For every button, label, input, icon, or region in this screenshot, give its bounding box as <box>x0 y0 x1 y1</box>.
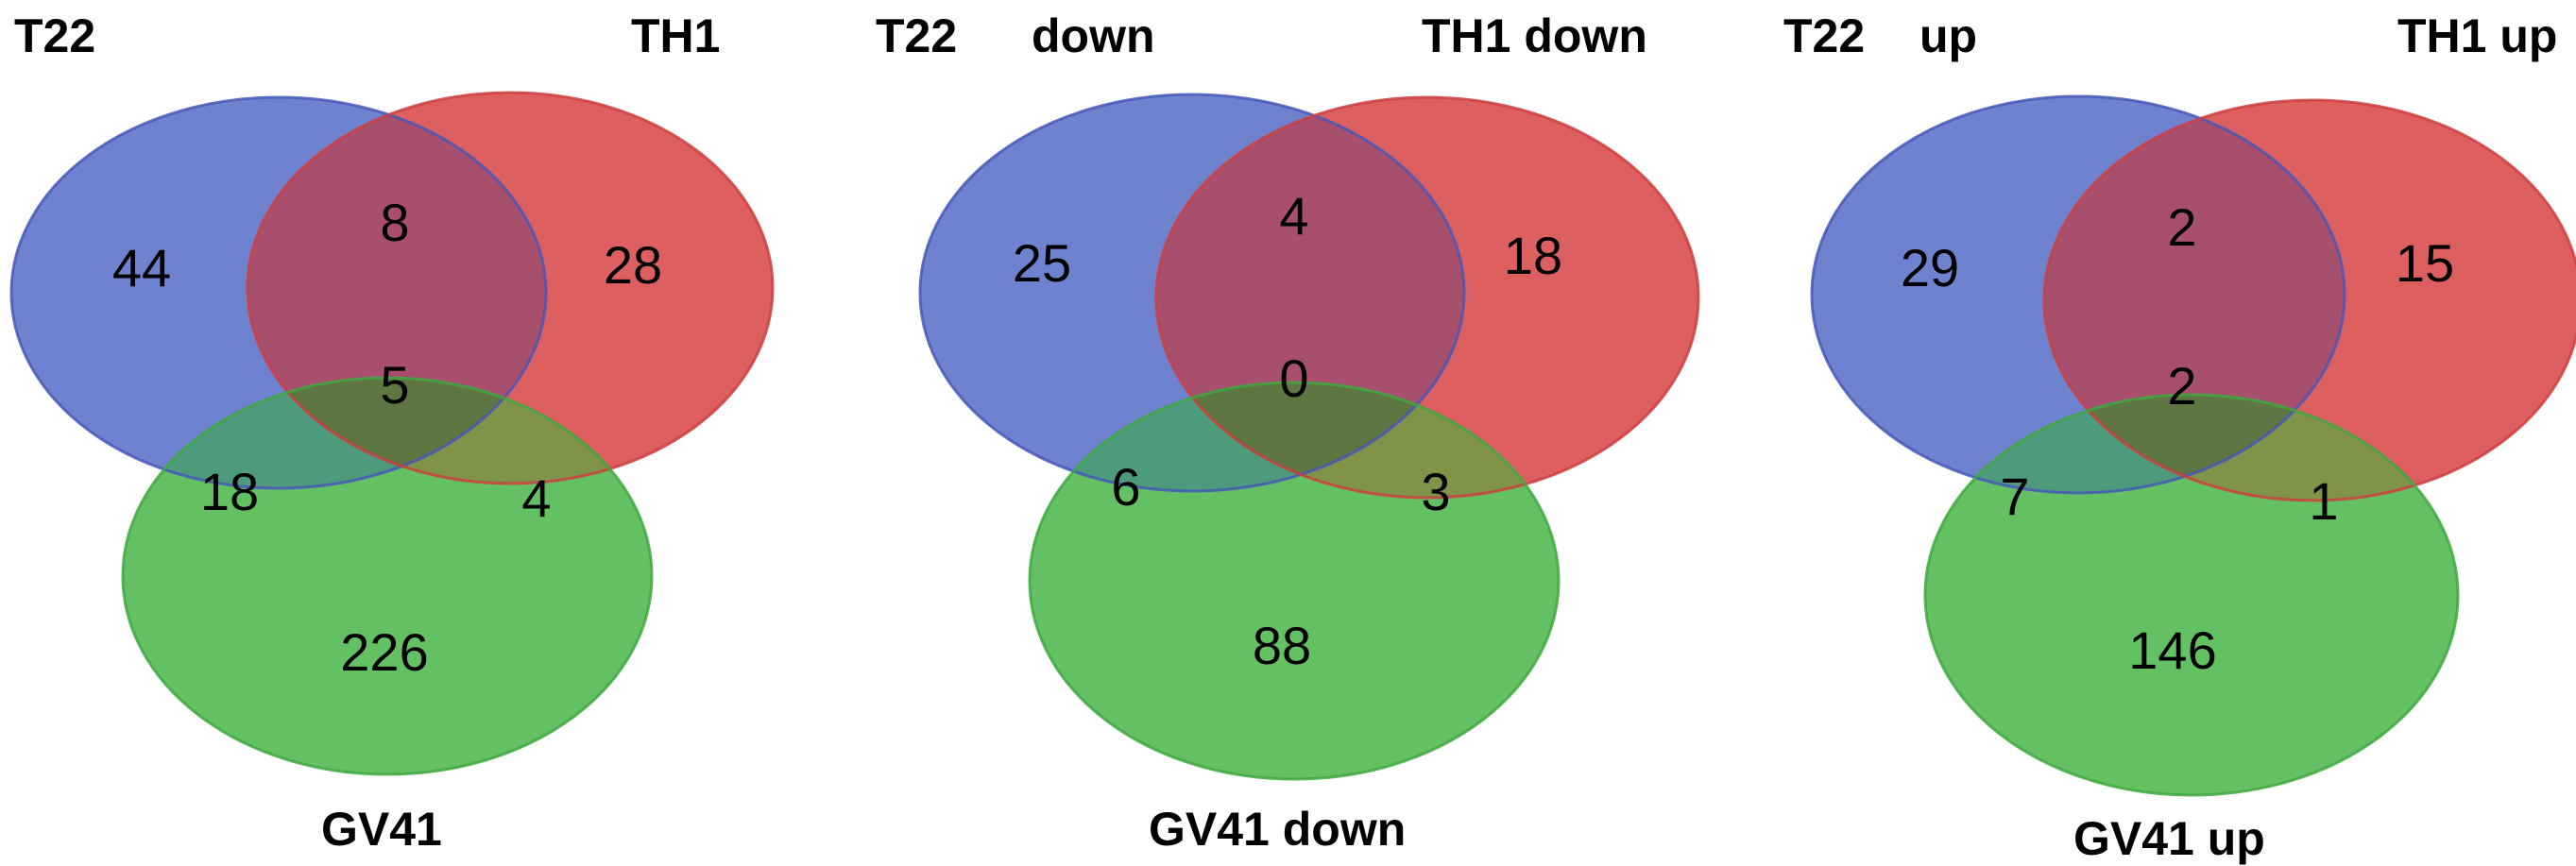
label-set-b: TH1 up <box>2397 9 2557 62</box>
set-a-outline <box>918 93 1466 493</box>
region-ac: 6 <box>1111 457 1140 517</box>
venn-up-shapes <box>1810 94 2576 797</box>
region-ab: 2 <box>2167 197 2196 257</box>
label-set-a-suffix: up <box>1919 9 1977 62</box>
label-set-b: TH1 <box>631 9 720 62</box>
region-bc: 1 <box>2309 471 2338 531</box>
region-a-only: 25 <box>1013 233 1071 293</box>
region-ac: 18 <box>200 462 259 521</box>
venn-down: T22 down TH1 down GV41 down 25 18 88 4 6… <box>876 9 1700 856</box>
region-ab: 8 <box>380 193 409 252</box>
region-a-only: 44 <box>112 238 171 297</box>
region-bc: 3 <box>1421 462 1450 521</box>
set-a-outline <box>9 95 548 490</box>
region-abc: 0 <box>1279 348 1308 408</box>
region-abc: 2 <box>2167 356 2196 416</box>
region-abc: 5 <box>380 355 409 415</box>
venn-all-shapes <box>9 91 775 776</box>
label-set-c: GV41 down <box>1149 803 1406 856</box>
label-set-c: GV41 <box>321 803 442 856</box>
set-b-outline <box>246 91 775 485</box>
region-c-only: 146 <box>2128 620 2216 680</box>
region-a-only: 29 <box>1901 238 1959 297</box>
label-set-a: T22 <box>876 9 957 62</box>
set-c-outline <box>1028 381 1561 781</box>
region-b-only: 15 <box>2396 233 2454 293</box>
region-c-only: 226 <box>340 622 428 682</box>
set-c-outline <box>121 376 654 776</box>
region-c-only: 88 <box>1253 616 1311 675</box>
region-bc: 4 <box>521 468 551 528</box>
venn-up: T22 up TH1 up GV41 up 29 15 146 2 7 1 2 <box>1783 9 2576 865</box>
venn-all: T22 TH1 GV41 44 28 226 8 18 4 5 <box>9 9 775 856</box>
label-set-a-suffix: down <box>1032 9 1155 62</box>
label-set-b: TH1 down <box>1422 9 1647 62</box>
set-b-outline <box>2042 98 2576 502</box>
region-ac: 7 <box>2000 467 2029 526</box>
label-set-a: T22 <box>14 9 95 62</box>
set-c-outline <box>1923 393 2460 797</box>
set-b-outline <box>1154 95 1700 500</box>
region-ab: 4 <box>1279 186 1308 246</box>
label-set-a: T22 <box>1783 9 1865 62</box>
label-set-c: GV41 up <box>2073 812 2265 865</box>
region-b-only: 28 <box>604 235 662 295</box>
venn-down-shapes <box>918 93 1700 781</box>
set-a-outline <box>1810 94 2346 495</box>
region-b-only: 18 <box>1504 226 1562 285</box>
